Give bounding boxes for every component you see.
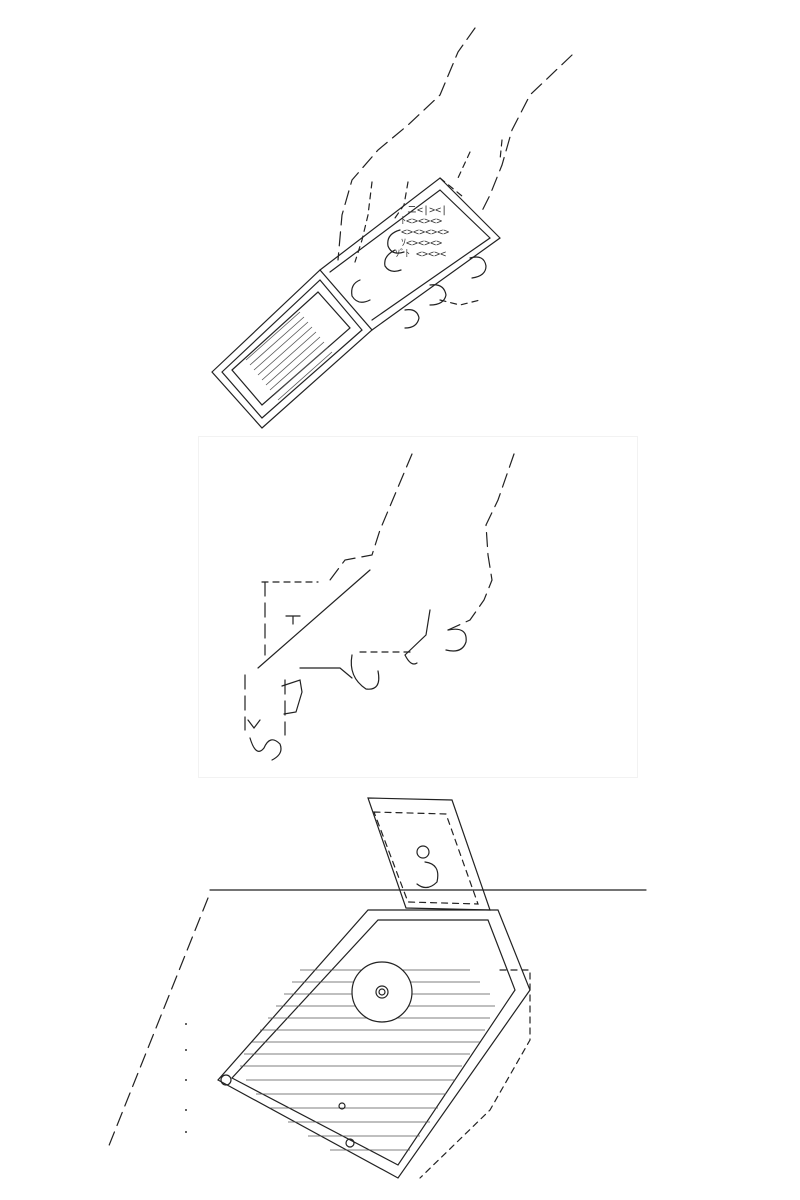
hand-outline <box>337 27 476 261</box>
panel-hand-holding-phone: ニ<|><| ﾄ<><><> <><><><> ｿ<><><> ｿﾞﾄ <><>… <box>0 0 800 430</box>
hand-holding-phone-drawing <box>211 27 573 429</box>
hand-icon <box>244 453 515 761</box>
keypad-keys: ニ<|><| ﾄ<><><> <><><><> ｿ<><><> ｿﾞﾄ <><>… <box>395 205 450 260</box>
flip-phone-icon <box>217 797 531 1179</box>
panel-phone-on-table <box>0 780 800 1200</box>
flip-phone-icon <box>211 177 501 429</box>
table-corner-line <box>107 897 209 1149</box>
panel-hand-releasing <box>0 430 800 780</box>
wrist-outline <box>479 54 573 216</box>
panel-frame <box>198 436 638 778</box>
phone-on-table-drawing <box>107 797 647 1179</box>
